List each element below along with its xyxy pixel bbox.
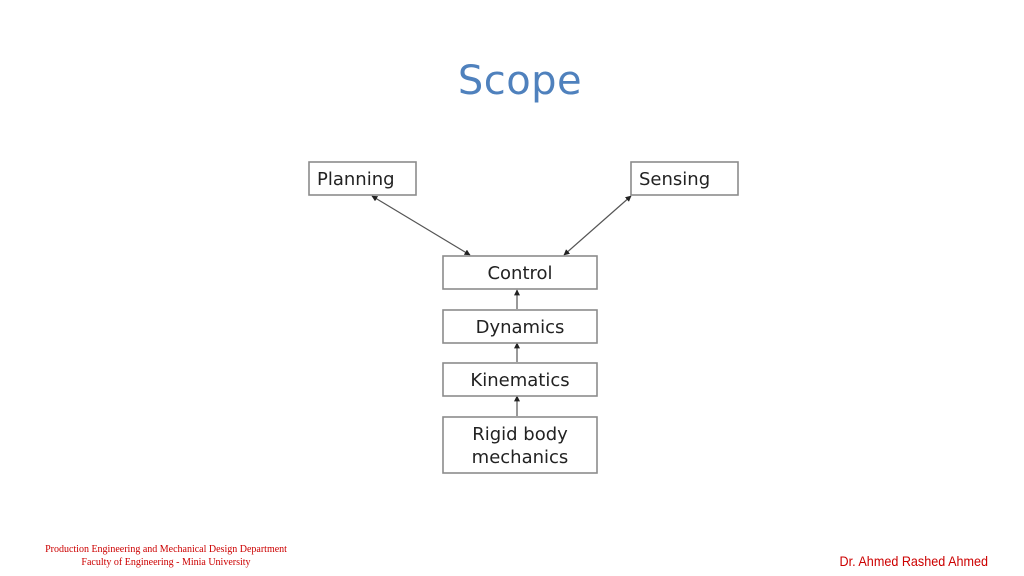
connector-planning-control (371, 195, 471, 256)
footer-author: Dr. Ahmed Rashed Ahmed (839, 553, 989, 569)
node-planning-label: Planning (317, 169, 395, 190)
footer-institution: Production Engineering and Mechanical De… (28, 543, 304, 569)
footer-department: Production Engineering and Mechanical De… (45, 544, 287, 555)
node-control-label: Control (487, 263, 552, 284)
node-dynamics: Dynamics (442, 309, 598, 344)
node-dynamics-label: Dynamics (476, 317, 565, 338)
node-kinematics: Kinematics (442, 362, 598, 397)
connector-sensing-control (563, 195, 632, 256)
node-kinematics-label: Kinematics (470, 370, 569, 391)
node-rigid-body-label-line1: Rigid body (472, 424, 568, 445)
node-sensing-label: Sensing (639, 169, 710, 190)
node-planning: Planning (308, 161, 417, 196)
node-rigid-body-label-line2: mechanics (472, 447, 569, 468)
node-control: Control (442, 255, 598, 290)
node-rigid-body-mechanics: Rigid body mechanics (442, 416, 598, 474)
slide-title: Scope (457, 58, 583, 104)
node-sensing: Sensing (630, 161, 739, 196)
footer-faculty: Faculty of Engineering - Minia Universit… (81, 557, 251, 568)
